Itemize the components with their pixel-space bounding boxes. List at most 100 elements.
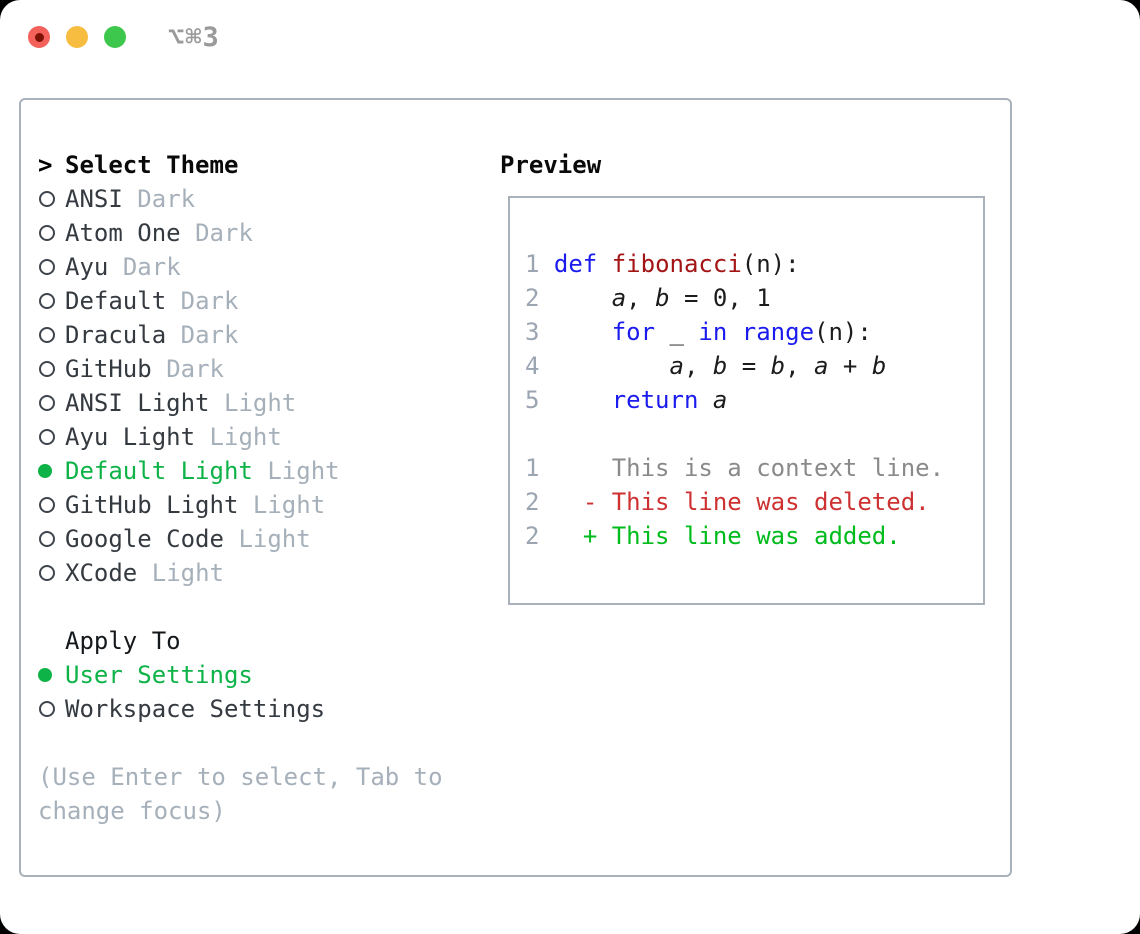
keyword: for: [611, 318, 656, 346]
diff-added-text: + This line was added.: [582, 522, 901, 550]
code-text: = 0, 1: [669, 284, 771, 312]
theme-variant-tag: Light: [209, 423, 282, 451]
code-line: 2 a, b = 0, 1: [525, 281, 983, 315]
apply-option-user-settings[interactable]: User Settings: [38, 658, 478, 692]
function-name: fibonacci: [611, 250, 742, 278]
variable: a: [611, 284, 627, 312]
apply-option-label: Workspace Settings: [65, 695, 326, 723]
theme-name: Dracula: [65, 321, 167, 349]
radio-icon: [39, 361, 55, 377]
code-line: 2 + This line was added.: [525, 519, 983, 553]
code-text: [698, 386, 712, 414]
radio-selected-icon: [38, 464, 52, 478]
code-text: _: [655, 318, 699, 346]
theme-name: XCode: [65, 559, 138, 587]
radio-icon: [39, 293, 55, 309]
radio-icon: [39, 531, 55, 547]
variable: b: [871, 352, 887, 380]
theme-name: Ayu Light: [65, 423, 196, 451]
code-text: (n):: [741, 250, 800, 278]
unsaved-changes-dot-icon: [34, 32, 44, 42]
theme-name: Default Light: [65, 457, 253, 485]
theme-name: Google Code: [65, 525, 224, 553]
theme-variant-tag: Dark: [195, 219, 253, 247]
radio-icon: [39, 701, 55, 717]
preview-title: Preview: [500, 151, 602, 179]
code-line: [525, 213, 983, 247]
code-text: [554, 352, 670, 380]
theme-variant-tag: Light: [267, 457, 340, 485]
line-number: 2: [525, 284, 554, 312]
zoom-button[interactable]: [104, 26, 126, 48]
apply-to-header-label: Apply To: [65, 627, 181, 655]
line-number: 5: [525, 386, 554, 414]
theme-option-xcode[interactable]: XCode Light: [38, 556, 478, 590]
keyword: return: [611, 386, 699, 414]
variable: b: [655, 284, 670, 312]
select-theme-header: > Select Theme: [38, 148, 478, 182]
variable: a: [814, 352, 829, 380]
variable: b: [712, 352, 728, 380]
theme-variant-tag: Light: [151, 559, 224, 587]
theme-variant-tag: Dark: [166, 355, 224, 383]
theme-option-google-code[interactable]: Google Code Light: [38, 522, 478, 556]
variable: a: [669, 352, 684, 380]
radio-icon: [39, 191, 55, 207]
theme-option-atom-one[interactable]: Atom One Dark: [38, 216, 478, 250]
keyword: in: [698, 318, 728, 346]
titlebar: ⌥⌘3: [0, 0, 1140, 76]
code-text: [597, 250, 611, 278]
code-line: [525, 417, 983, 451]
line-number: 1: [525, 250, 554, 278]
code-text: (n):: [814, 318, 872, 346]
radio-icon: [39, 497, 55, 513]
theme-variant-tag: Dark: [122, 253, 181, 281]
apply-to-header: Apply To: [38, 624, 478, 658]
code-text: [554, 488, 583, 516]
code-line: 5 return a: [525, 383, 983, 417]
radio-icon: [39, 565, 55, 581]
close-button[interactable]: [28, 26, 50, 48]
radio-icon: [39, 225, 55, 241]
code-text: =: [727, 352, 771, 380]
hint-text-line1: (Use Enter to select, Tab to: [38, 763, 443, 791]
apply-option-workspace-settings[interactable]: Workspace Settings: [38, 692, 478, 726]
code-line: 3 for _ in range(n):: [525, 315, 983, 349]
theme-name: GitHub: [65, 355, 152, 383]
radio-icon: [39, 429, 55, 445]
diff-context-text: This is a context line.: [553, 454, 945, 482]
radio-icon: [39, 395, 55, 411]
hint-text-line2: change focus): [38, 797, 226, 825]
code-text: [554, 284, 612, 312]
minimize-button[interactable]: [66, 26, 88, 48]
focus-cursor: >: [38, 151, 53, 179]
radio-icon: [39, 259, 55, 275]
code-line: 2 - This line was deleted.: [525, 485, 983, 519]
radio-selected-icon: [38, 668, 52, 682]
diff-deleted-text: - This line was deleted.: [582, 488, 930, 516]
theme-option-github[interactable]: GitHub Dark: [38, 352, 478, 386]
select-theme-header-label: Select Theme: [65, 151, 239, 179]
code-text: +: [828, 352, 872, 380]
code-text: [554, 522, 583, 550]
theme-option-ayu-light[interactable]: Ayu Light Light: [38, 420, 478, 454]
keyword: range: [741, 318, 815, 346]
line-number: 1: [525, 454, 554, 482]
theme-variant-tag: Light: [238, 525, 311, 553]
theme-name: Atom One: [65, 219, 181, 247]
radio-icon: [39, 327, 55, 343]
theme-option-default-light[interactable]: Default Light Light: [38, 454, 478, 488]
variable: a: [712, 386, 728, 414]
apply-option-label: User Settings: [65, 661, 253, 689]
